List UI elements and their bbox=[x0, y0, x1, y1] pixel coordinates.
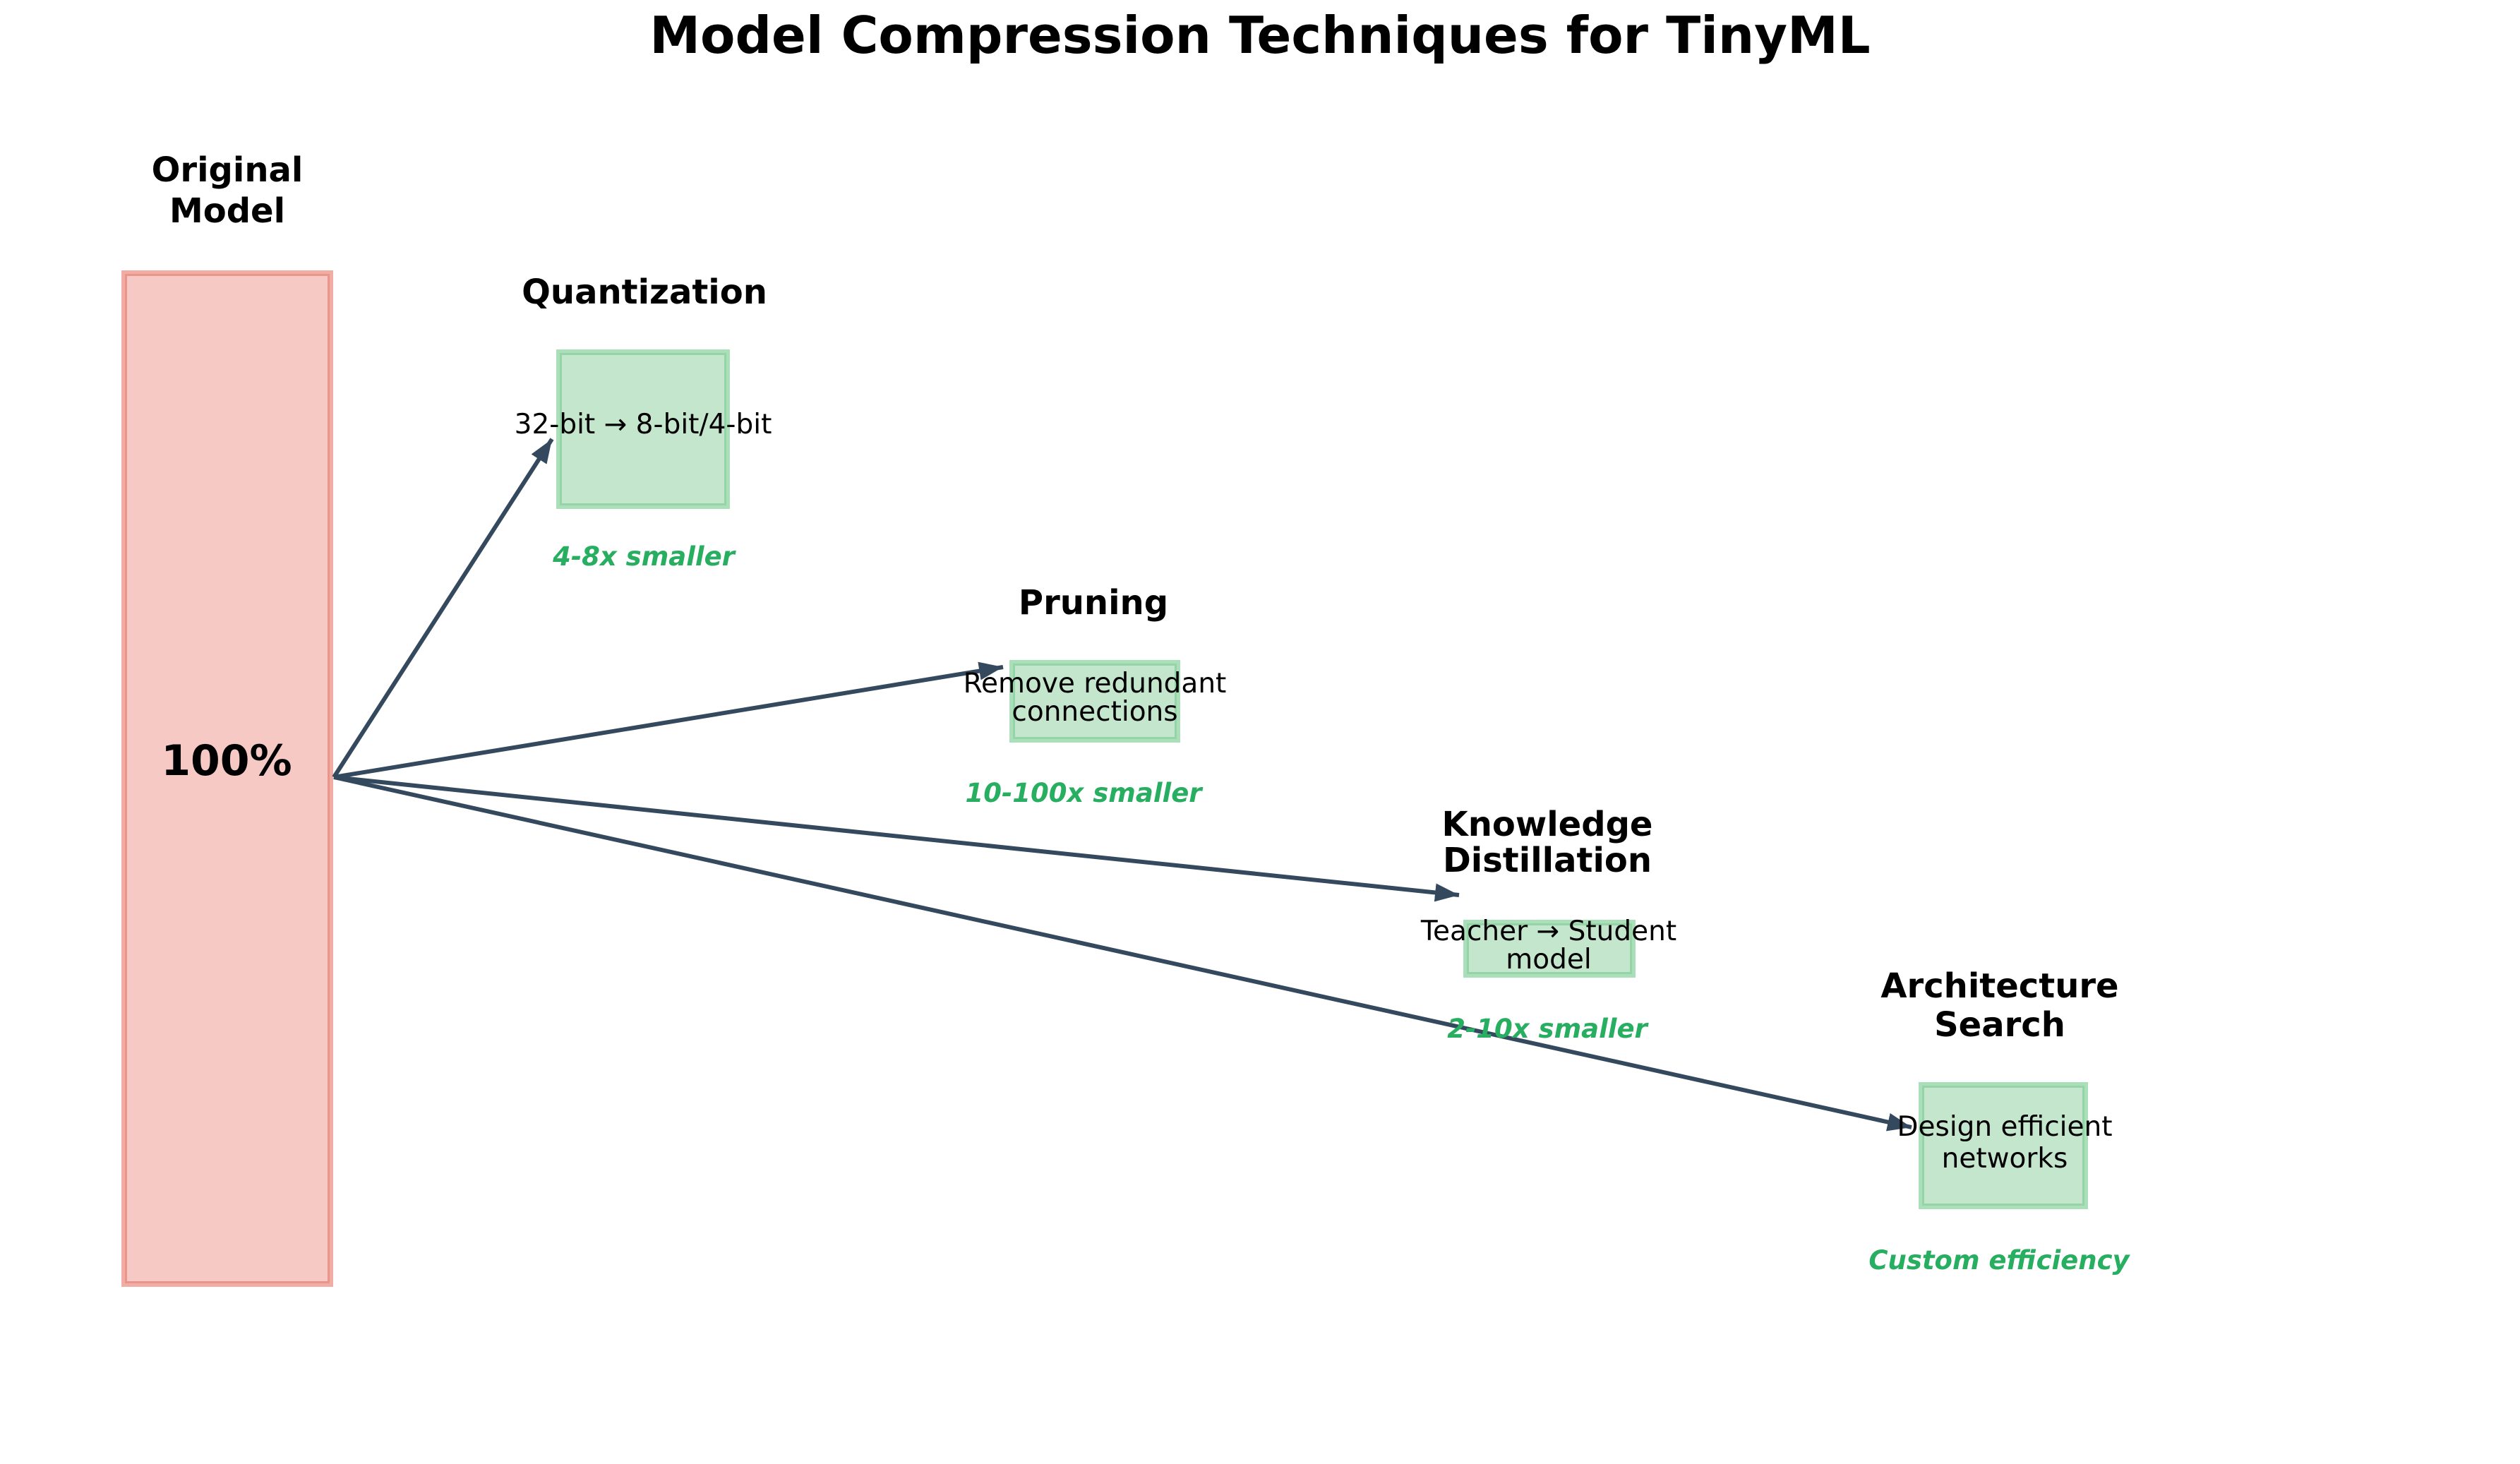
technique-box-quantization bbox=[556, 349, 730, 509]
technique-detail-quantization: 32-bit → 8-bit/4-bit bbox=[514, 409, 772, 440]
technique-note-architecture-search: Custom efficiency bbox=[1868, 1245, 2130, 1276]
technique-title-quantization: Quantization bbox=[522, 272, 767, 312]
technique-title-pruning: Pruning bbox=[1018, 583, 1169, 623]
technique-box-architecture-search bbox=[1919, 1082, 2088, 1209]
arrow-to-knowledge-distillation bbox=[333, 775, 1460, 902]
technique-detail-knowledge-distillation: Teacher → Student model bbox=[1420, 916, 1677, 976]
technique-note-quantization: 4-8x smaller bbox=[553, 541, 735, 572]
technique-detail-pruning: Remove redundant connections bbox=[963, 668, 1227, 728]
technique-note-pruning: 10-100x smaller bbox=[965, 778, 1202, 808]
page-title: Model Compression Techniques for TinyML bbox=[649, 6, 1871, 65]
original-model-box bbox=[121, 270, 333, 1287]
technique-title-architecture-search: Architecture Search bbox=[1880, 966, 2119, 1045]
original-model-value: 100% bbox=[161, 736, 292, 786]
arrow-to-pruning bbox=[333, 661, 1004, 779]
original-model-label: Original Model bbox=[151, 150, 304, 231]
technique-note-knowledge-distillation: 2-10x smaller bbox=[1447, 1014, 1648, 1044]
technique-box-pruning bbox=[1009, 660, 1180, 743]
technique-detail-architecture-search: Design efficient networks bbox=[1897, 1111, 2113, 1175]
arrow-to-quantization bbox=[332, 438, 554, 779]
technique-title-knowledge-distillation: Knowledge Distillation bbox=[1441, 805, 1653, 880]
